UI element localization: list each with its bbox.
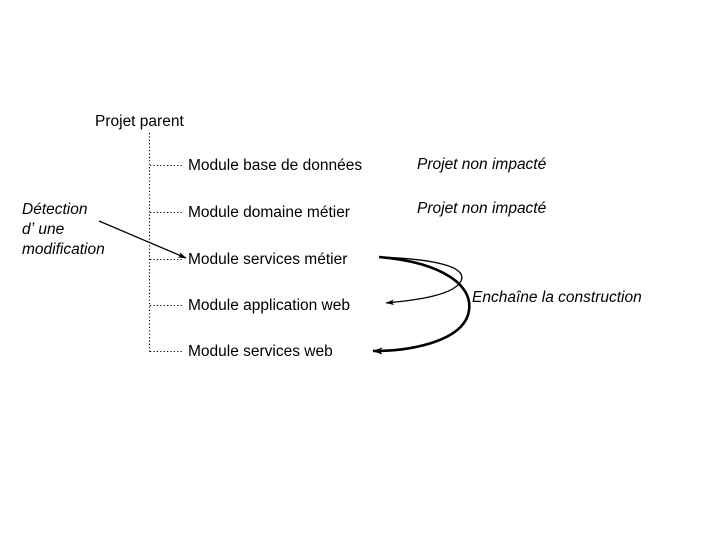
annotation-not-impacted-domaine-metier: Projet non impacté	[417, 200, 547, 217]
module-label-domaine-metier: Module domaine métier	[188, 204, 350, 221]
annotation-chain-build: Enchaîne la construction	[472, 289, 642, 306]
module-label-base-de-donnees: Module base de données	[188, 157, 363, 174]
chain-arrow-to-application-web	[378, 256, 463, 306]
module-label-services-web: Module services web	[188, 343, 333, 360]
annotation-detection-modification: Détection dʼ une modification	[22, 201, 105, 259]
page-title: Projet parent	[95, 113, 184, 130]
detection-arrow	[98, 220, 187, 259]
chain-arrow-to-services-web	[372, 255, 471, 355]
module-label-services-metier: Module services métier	[188, 251, 348, 268]
module-label-application-web: Module application web	[188, 297, 350, 314]
annotation-not-impacted-base-de-donnees: Projet non impacté	[417, 156, 547, 173]
